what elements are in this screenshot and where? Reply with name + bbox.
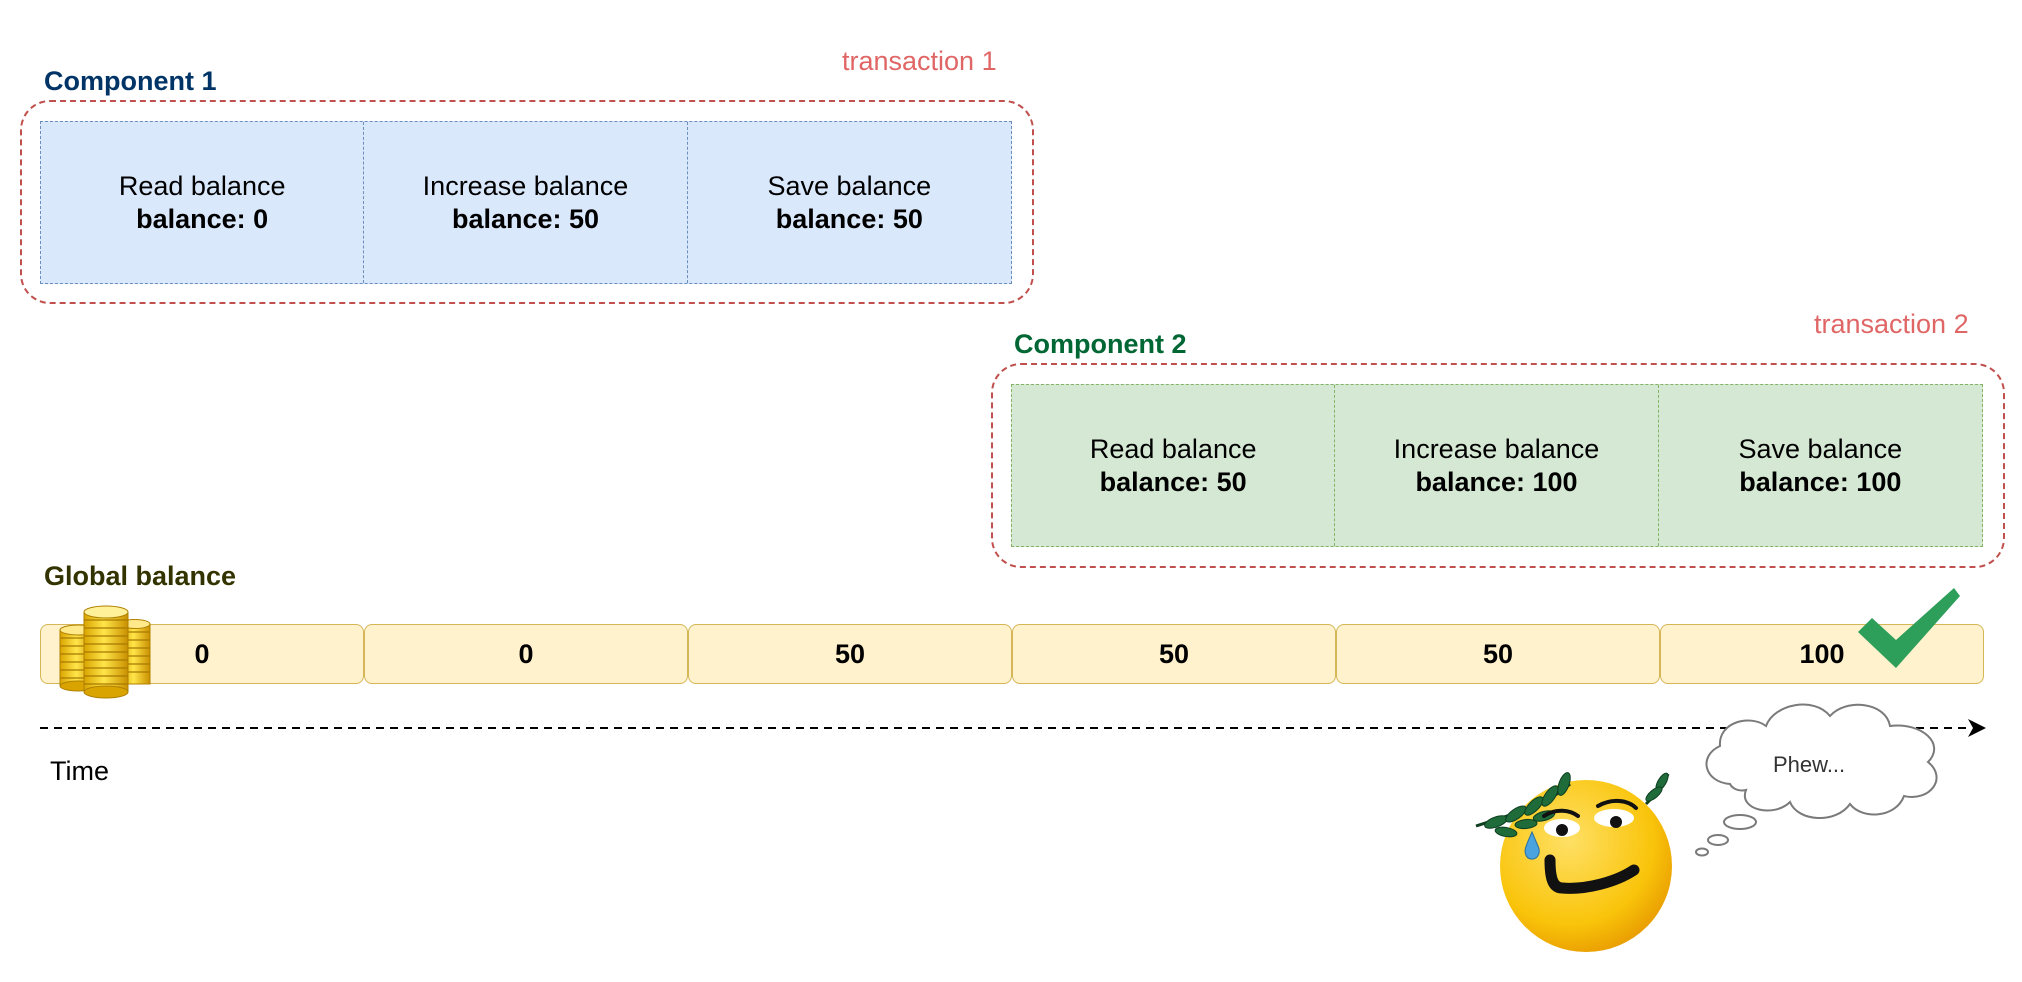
step-value: balance: 0	[136, 203, 269, 234]
step-action: Save balance	[1738, 433, 1903, 464]
step-value: balance: 50	[1099, 466, 1247, 497]
step-value: balance: 100	[1415, 466, 1578, 497]
timeline-arrow	[40, 719, 1986, 737]
component-1-step-increase: Increase balance balance: 50	[364, 122, 688, 283]
component-2-step-increase: Increase balance balance: 100	[1335, 385, 1659, 546]
balance-value: 50	[834, 638, 866, 669]
component-2-label: Component 2	[1014, 329, 1187, 359]
balance-value: 0	[194, 638, 210, 669]
component-1-step-save: Save balance balance: 50	[688, 122, 1011, 283]
thought-text: Phew...	[1773, 752, 1846, 777]
checkmark-icon	[1858, 588, 1960, 668]
balance-cell: 50	[1012, 624, 1336, 684]
balance-value: 50	[1482, 638, 1514, 669]
transaction-1-label: transaction 1	[842, 46, 997, 76]
balance-value: 100	[1799, 638, 1845, 669]
balance-cell: 0	[364, 624, 688, 684]
step-action: Increase balance	[422, 170, 629, 201]
component-2-step-save: Save balance balance: 100	[1659, 385, 1982, 546]
step-action: Increase balance	[1393, 433, 1600, 464]
balance-value: 0	[518, 638, 534, 669]
balance-cell: 50	[688, 624, 1012, 684]
transaction-2-label: transaction 2	[1814, 309, 1969, 339]
balance-cell: 100	[1660, 624, 1984, 684]
balance-cell: 50	[1336, 624, 1660, 684]
relieved-face-icon	[1475, 772, 1672, 952]
balance-value: 50	[1158, 638, 1190, 669]
component-1-label: Component 1	[44, 66, 217, 96]
global-balance-label: Global balance	[44, 561, 237, 591]
component-1-steps: Read balance balance: 0 Increase balance…	[40, 121, 1012, 284]
transaction-1-box	[20, 100, 1034, 304]
step-action: Read balance	[1089, 433, 1257, 464]
component-2-step-read: Read balance balance: 50	[1012, 385, 1336, 546]
time-label: Time	[50, 756, 109, 786]
step-value: balance: 50	[775, 203, 923, 234]
coin-stack-icon	[59, 605, 151, 699]
component-1-step-read: Read balance balance: 0	[41, 122, 365, 283]
step-action: Read balance	[118, 170, 286, 201]
step-value: balance: 50	[451, 203, 600, 234]
step-action: Save balance	[767, 170, 932, 201]
transaction-2-box	[991, 363, 2005, 568]
step-value: balance: 100	[1739, 466, 1902, 497]
component-2-steps: Read balance balance: 50 Increase balanc…	[1011, 384, 1983, 547]
thought-bubble-icon	[1695, 703, 1938, 857]
